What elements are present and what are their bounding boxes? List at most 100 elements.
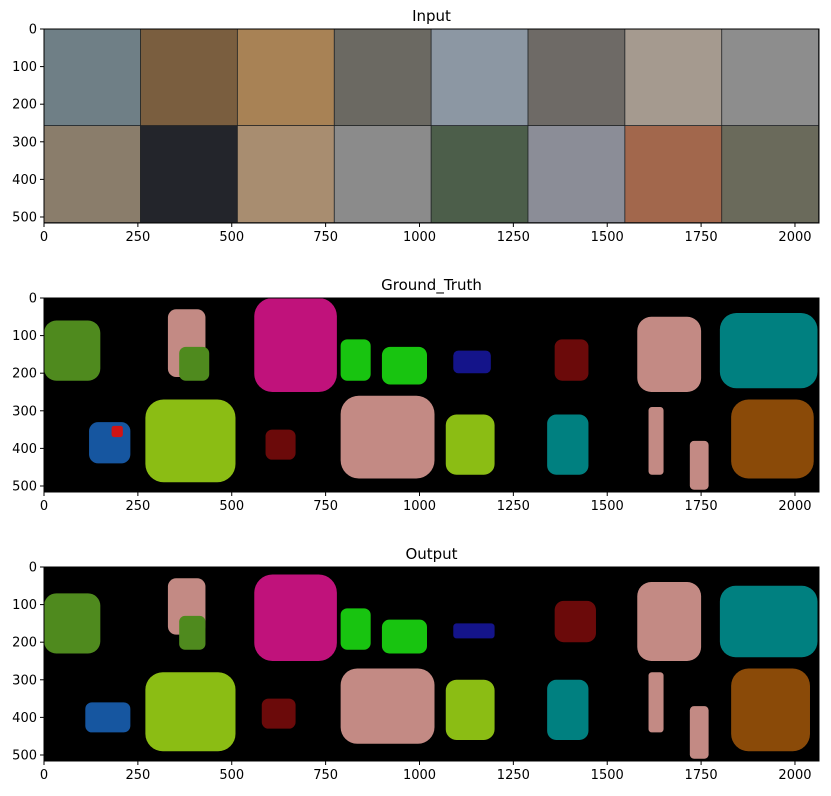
segment-region [445, 414, 495, 475]
y-tick-label: 200 [12, 636, 37, 651]
y-tick-label: 500 [12, 479, 37, 494]
axes-frame [43, 297, 820, 493]
x-tick-label: 1750 [685, 499, 718, 514]
photo-tile [140, 126, 237, 223]
segment-region [547, 414, 589, 475]
x-tick-label: 500 [219, 230, 244, 245]
segment-region [145, 399, 236, 483]
y-tick-label: 200 [12, 98, 37, 113]
photo-tile [44, 29, 141, 126]
y-tick-label: 300 [12, 673, 37, 688]
segment-region [719, 585, 818, 658]
x-tick-label: 750 [313, 499, 338, 514]
segment-region [445, 679, 495, 740]
x-tick-label: 2000 [778, 230, 811, 245]
y-tick-label: 100 [12, 598, 37, 613]
panel-title: Ground_Truth [381, 276, 482, 295]
x-tick-label: 250 [125, 499, 150, 514]
x-tick-label: 750 [313, 768, 338, 783]
x-tick-label: 1000 [403, 230, 436, 245]
x-tick-label: 0 [40, 499, 48, 514]
x-tick-label: 1500 [591, 499, 624, 514]
segment-region [731, 668, 810, 752]
segment-region [340, 395, 435, 479]
segment-region [453, 623, 495, 639]
segment-region [254, 298, 337, 392]
axes-frame [43, 28, 820, 224]
y-tick-label: 300 [12, 135, 37, 150]
x-tick-label: 2000 [778, 499, 811, 514]
x-tick-label: 0 [40, 768, 48, 783]
photo-tile [334, 126, 431, 223]
axes-frame [43, 566, 820, 762]
segment-region [265, 429, 296, 460]
segment-region [89, 422, 131, 464]
x-tick-label: 1500 [591, 230, 624, 245]
x-tick-label: 1250 [497, 768, 530, 783]
x-tick-label: 500 [219, 499, 244, 514]
y-tick-label: 500 [12, 210, 37, 225]
x-tick-label: 250 [125, 230, 150, 245]
segment-region [381, 346, 427, 385]
photo-tile [528, 126, 625, 223]
photo-tile [625, 126, 722, 223]
y-tick-label: 400 [12, 711, 37, 726]
segment-region [547, 679, 589, 740]
photo-tile [431, 126, 528, 223]
x-tick-label: 1500 [591, 768, 624, 783]
x-tick-label: 1750 [685, 230, 718, 245]
segment-region [340, 668, 435, 744]
y-tick-label: 0 [29, 561, 37, 576]
y-tick-label: 200 [12, 367, 37, 382]
x-tick-label: 1250 [497, 230, 530, 245]
segment-region [381, 619, 427, 654]
y-tick-label: 0 [29, 292, 37, 307]
segment-region [145, 672, 236, 752]
segment-region [689, 706, 709, 759]
photo-tile [528, 29, 625, 126]
photo-tile [140, 29, 237, 126]
panel-1: Input 0 250 500 750 1000 1250 1500 1750 2000 0 100 2… [12, 7, 820, 245]
y-tick-label: 500 [12, 748, 37, 763]
x-tick-label: 750 [313, 230, 338, 245]
x-tick-label: 1000 [403, 768, 436, 783]
segment-region [85, 702, 131, 733]
panel-title: Output [405, 545, 457, 563]
y-tick-label: 400 [12, 173, 37, 188]
panel-title: Input [412, 7, 451, 25]
segment-region [44, 320, 101, 381]
y-tick-label: 300 [12, 404, 37, 419]
segment-region [340, 608, 371, 650]
segment-region [179, 615, 206, 650]
y-tick-label: 100 [12, 60, 37, 75]
x-tick-label: 250 [125, 768, 150, 783]
segment-region [254, 574, 337, 661]
segment-region [648, 672, 664, 733]
x-tick-label: 0 [40, 230, 48, 245]
photo-tile [625, 29, 722, 126]
y-tick-label: 0 [29, 23, 37, 38]
segment-region [554, 339, 589, 381]
segment-region [261, 698, 296, 729]
x-tick-label: 1750 [685, 768, 718, 783]
segment-region [689, 440, 709, 490]
segment-region [179, 346, 210, 381]
segment-region [731, 399, 814, 479]
segment-region [554, 600, 596, 643]
photo-tile [334, 29, 431, 126]
segment-region [44, 593, 101, 654]
segment-region [340, 339, 371, 381]
segment-region [719, 313, 818, 389]
x-tick-label: 1250 [497, 499, 530, 514]
photo-tile [237, 29, 334, 126]
photo-tile [722, 29, 819, 126]
photo-tile [44, 126, 141, 223]
photo-tile [237, 126, 334, 223]
photo-tile [722, 126, 819, 223]
x-tick-label: 1000 [403, 499, 436, 514]
segment-region [637, 316, 702, 392]
y-tick-label: 100 [12, 329, 37, 344]
